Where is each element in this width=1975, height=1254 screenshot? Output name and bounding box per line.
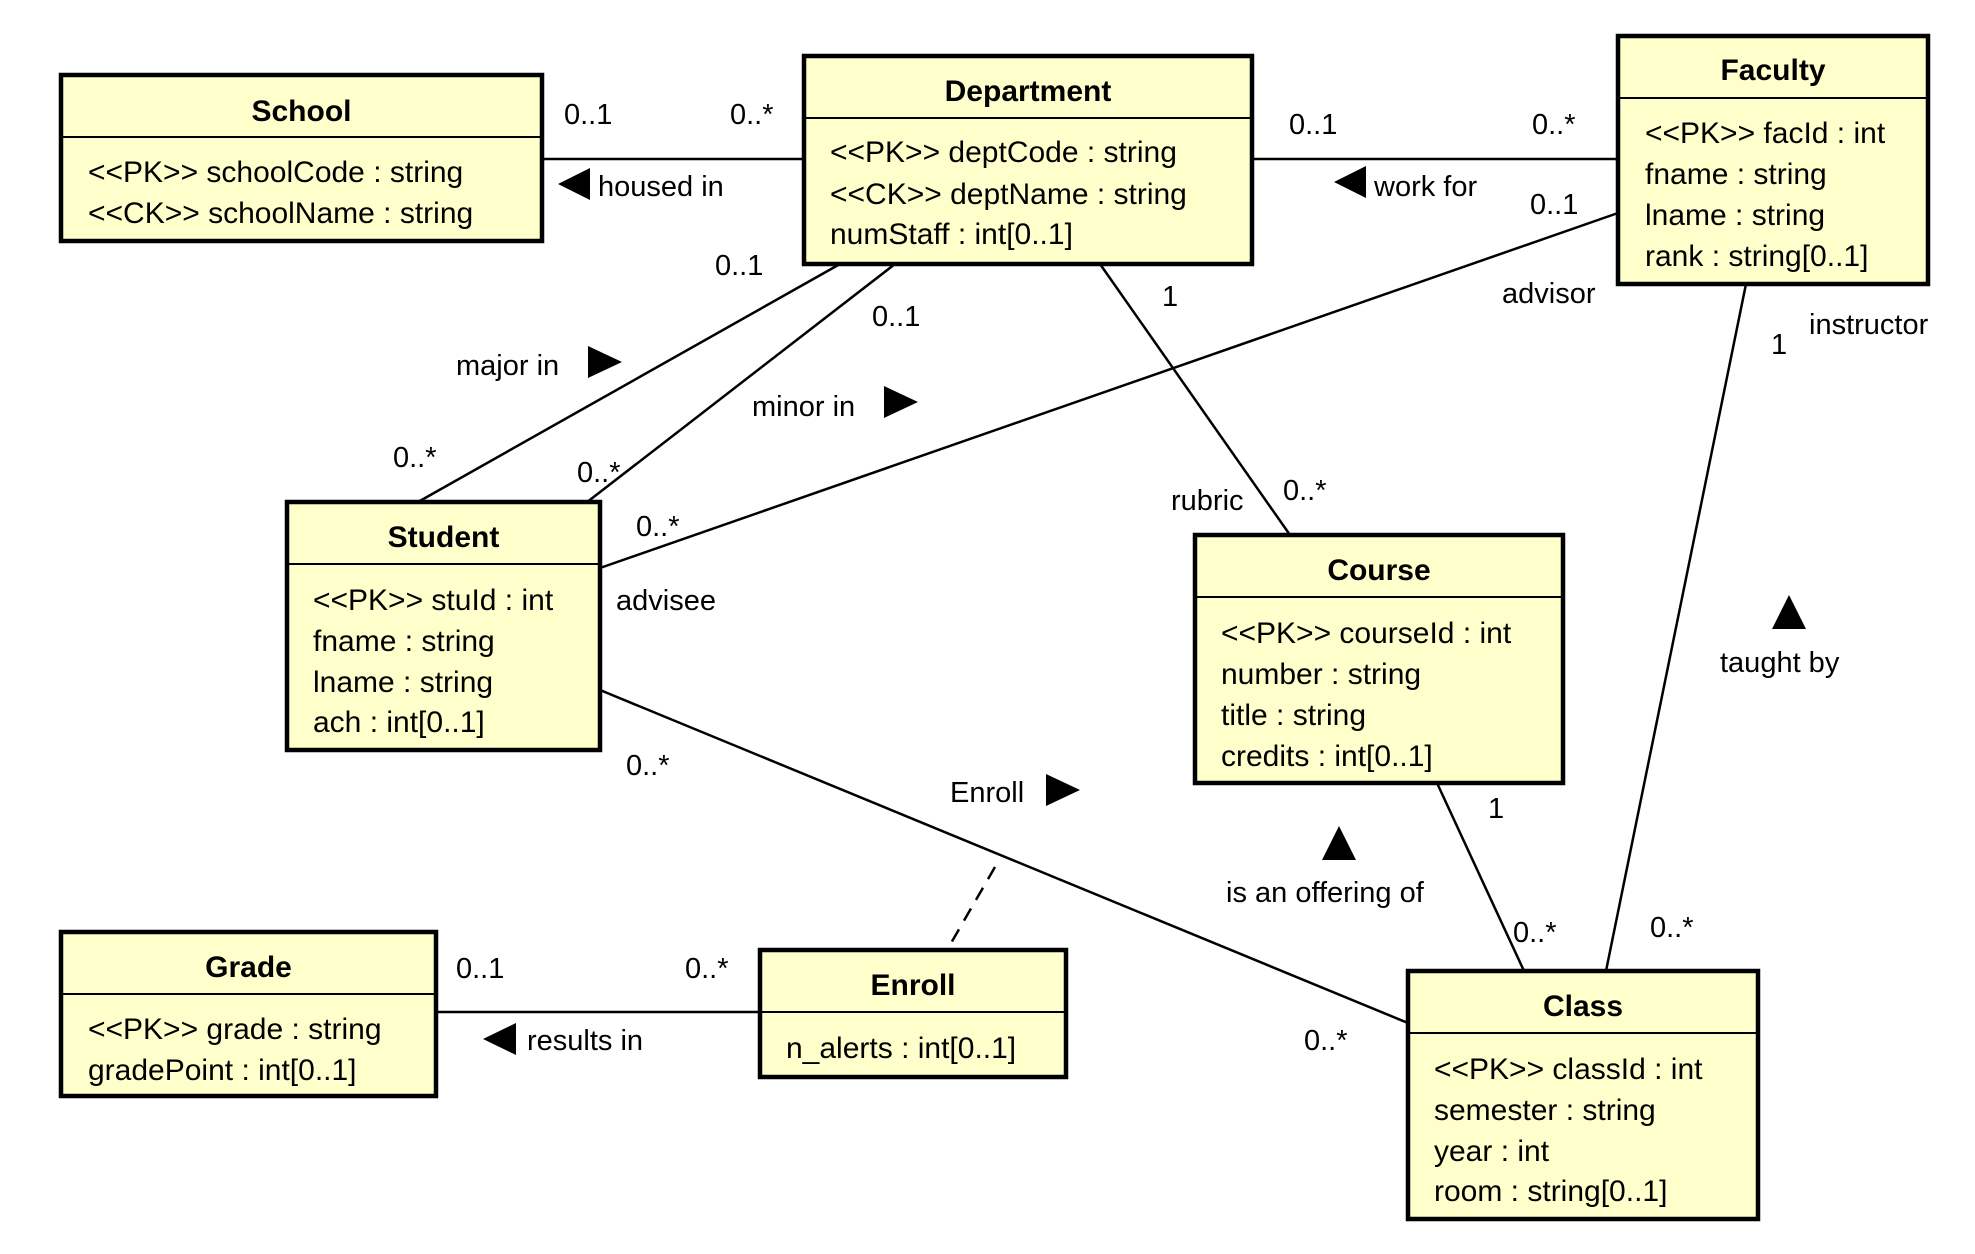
class-course-title: Course [1327, 554, 1430, 587]
edge-minor-in [581, 263, 896, 507]
class-class-attr: year : int [1434, 1135, 1550, 1168]
results-in-label: results in [527, 1025, 643, 1057]
housed-in-direction-icon [558, 168, 590, 200]
class-course-attr: credits : int[0..1] [1221, 740, 1433, 773]
class-enroll-title: Enroll [870, 969, 955, 1002]
class-department-title: Department [945, 75, 1112, 108]
mult-work-for-faculty: 0..* [1532, 109, 1576, 141]
class-grade-attr: <<PK>> grade : string [88, 1013, 382, 1046]
mult-housed-in-dept: 0..* [730, 99, 774, 131]
class-faculty-attr: fname : string [1645, 158, 1827, 191]
class-school-attr: <<CK>> schoolName : string [88, 197, 473, 230]
class-department-attr: <<PK>> deptCode : string [830, 136, 1177, 169]
work-for-label: work for [1373, 171, 1477, 203]
class-course-attr: <<PK>> courseId : int [1221, 617, 1512, 650]
mult-results-in-enroll: 0..* [685, 953, 729, 985]
class-class[interactable]: Class <<PK>> classId : int semester : st… [1405, 968, 1761, 1222]
taught-by-label: taught by [1720, 647, 1840, 679]
class-grade-title: Grade [205, 951, 292, 984]
class-department-attr: numStaff : int[0..1] [830, 218, 1073, 251]
edge-enroll-class-link [945, 866, 997, 951]
offering-direction-icon [1322, 826, 1356, 860]
mult-minor-in-student: 0..* [577, 457, 621, 489]
enroll-association-label: Enroll [950, 777, 1024, 809]
class-grade[interactable]: Grade <<PK>> grade : string gradePoint :… [58, 929, 439, 1099]
mult-rubric-course: 0..* [1283, 475, 1327, 507]
mult-rubric-dept: 1 [1162, 281, 1178, 313]
class-faculty-attr: lname : string [1645, 199, 1825, 232]
class-grade-attr: gradePoint : int[0..1] [88, 1054, 357, 1087]
class-school[interactable]: School <<PK>> schoolCode : string <<CK>>… [58, 72, 545, 244]
mult-advisor-student: 0..* [636, 511, 680, 543]
taught-by-direction-icon [1772, 595, 1806, 629]
class-school-title: School [251, 95, 351, 128]
class-class-attr: <<PK>> classId : int [1434, 1053, 1703, 1086]
class-course-attr: number : string [1221, 658, 1421, 691]
instructor-role-label: instructor [1809, 309, 1929, 341]
results-in-direction-icon [483, 1023, 516, 1055]
class-course-attr: title : string [1221, 699, 1366, 732]
housed-in-label: housed in [598, 171, 724, 203]
rubric-role-label: rubric [1171, 485, 1244, 517]
mult-enroll-class: 0..* [1304, 1025, 1348, 1057]
class-enroll-attr: n_alerts : int[0..1] [786, 1032, 1016, 1065]
class-department-attr: <<CK>> deptName : string [830, 178, 1187, 211]
class-department[interactable]: Department <<PK>> deptCode : string <<CK… [801, 53, 1255, 267]
minor-in-direction-icon [884, 386, 918, 418]
mult-major-in-student: 0..* [393, 442, 437, 474]
class-student-attr: ach : int[0..1] [313, 706, 485, 739]
mult-minor-in-dept: 0..1 [872, 301, 920, 333]
class-class-attr: room : string[0..1] [1434, 1175, 1667, 1208]
mult-enroll-student: 0..* [626, 750, 670, 782]
mult-offering-class: 0..* [1513, 917, 1557, 949]
edge-advisor [599, 211, 1619, 570]
work-for-direction-icon [1334, 166, 1366, 198]
mult-work-for-dept: 0..1 [1289, 109, 1337, 141]
class-faculty[interactable]: Faculty <<PK>> facId : int fname : strin… [1615, 33, 1931, 287]
class-school-attr: <<PK>> schoolCode : string [88, 156, 463, 189]
mult-offering-course: 1 [1488, 793, 1504, 825]
mult-taught-by-faculty: 1 [1771, 329, 1787, 361]
mult-taught-by-class: 0..* [1650, 912, 1694, 944]
class-student[interactable]: Student <<PK>> stuId : int fname : strin… [284, 499, 603, 753]
offering-label: is an offering of [1226, 877, 1425, 909]
minor-in-label: minor in [752, 391, 855, 423]
advisor-role-label: advisor [1502, 278, 1596, 310]
class-faculty-attr: <<PK>> facId : int [1645, 117, 1886, 150]
edge-rubric [1098, 263, 1292, 536]
edge-offering [1435, 782, 1526, 972]
edge-taught-by [1604, 283, 1748, 972]
major-in-label: major in [456, 350, 559, 382]
major-in-direction-icon [588, 346, 622, 378]
class-student-title: Student [388, 521, 500, 554]
class-student-attr: lname : string [313, 666, 493, 699]
class-enroll[interactable]: Enroll n_alerts : int[0..1] [757, 947, 1069, 1080]
class-student-attr: <<PK>> stuId : int [313, 584, 554, 617]
edge-major-in [417, 262, 841, 504]
mult-housed-in-school: 0..1 [564, 99, 612, 131]
class-faculty-title: Faculty [1720, 54, 1825, 87]
mult-major-in-dept: 0..1 [715, 250, 763, 282]
mult-advisor-faculty: 0..1 [1530, 189, 1578, 221]
class-faculty-attr: rank : string[0..1] [1645, 240, 1868, 273]
class-course[interactable]: Course <<PK>> courseId : int number : st… [1192, 532, 1566, 786]
enroll-direction-icon [1046, 774, 1080, 806]
class-class-attr: semester : string [1434, 1094, 1656, 1127]
class-class-title: Class [1543, 990, 1623, 1023]
edge-enroll [599, 688, 1409, 1025]
mult-results-in-grade: 0..1 [456, 953, 504, 985]
class-student-attr: fname : string [313, 625, 495, 658]
advisee-role-label: advisee [616, 585, 716, 617]
